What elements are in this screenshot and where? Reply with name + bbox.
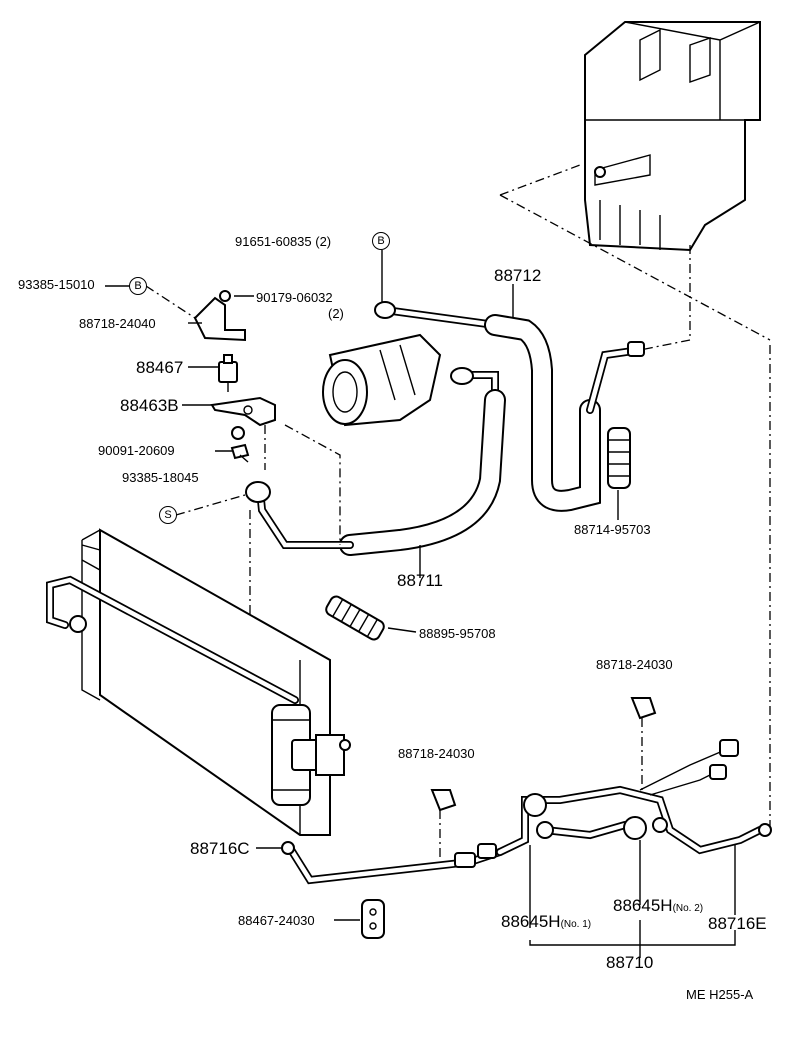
label-88714-95703: 88714-95703: [574, 522, 651, 537]
label-88645h-no2: 88645H(No. 2): [613, 896, 703, 918]
label-88645h-no2-part: 88645H: [613, 896, 673, 915]
label-88711: 88711: [397, 571, 444, 590]
bolt-90091: [230, 443, 250, 463]
cooling-unit-leader-a: [499, 164, 771, 351]
label-88712: 88712: [494, 266, 542, 285]
label-88463b: 88463B: [120, 396, 179, 415]
sensor-88467: [218, 354, 238, 392]
pipe-88716c: [281, 841, 504, 885]
clamp-88718-24030-a: [430, 789, 457, 812]
label-88645h-no1: 88645H(No. 1): [501, 912, 591, 934]
label-90179-06032: 90179-06032: [256, 290, 333, 305]
leader-lines: [105, 250, 736, 958]
label-88467-24030: 88467-24030: [238, 913, 315, 928]
label-88718-24030-top: 88718-24030: [596, 657, 673, 672]
hose-88714: [607, 427, 631, 489]
hose-88712: [374, 301, 645, 512]
clamp-88718-24030-b: [630, 697, 657, 720]
cooling-unit: [584, 21, 761, 252]
hose-88711: [245, 367, 506, 556]
clamp-leaders: [439, 718, 643, 860]
label-93385-15010: 93385-15010: [18, 277, 95, 292]
label-90179-qty: (2): [328, 306, 344, 321]
clamp-88718-24040: [193, 290, 246, 342]
label-88710: 88710: [606, 953, 654, 972]
label-88718-24030-mid: 88718-24030: [398, 746, 475, 761]
bracket-leader: [249, 425, 266, 760]
label-88895-95708: 88895-95708: [419, 626, 496, 641]
clamp-88467-24030: [361, 899, 385, 939]
label-88467: 88467: [136, 358, 184, 377]
label-93385-18045: 93385-18045: [122, 470, 199, 485]
label-90091-20609: 90091-20609: [98, 443, 175, 458]
label-88645h-no1-part: 88645H: [501, 912, 561, 931]
drawing-code: ME H255-A: [686, 987, 754, 1002]
label-88645h-no2-qual: (No. 2): [672, 903, 704, 914]
symbol-b-left: B: [129, 277, 147, 295]
label-88716e: 88716E: [708, 914, 767, 933]
hose-88895: [325, 595, 385, 641]
symbol-b-top: B: [372, 232, 390, 250]
pipe-assembly-88710: [496, 739, 772, 856]
label-91651-60835: 91651-60835 (2): [235, 234, 332, 249]
bracket-88463b: [210, 396, 276, 440]
leader-88711-dash: [284, 424, 341, 545]
symbol-s: S: [159, 506, 177, 524]
receiver-dryer: [271, 704, 351, 806]
compressor: [322, 333, 442, 427]
label-88718-24040: 88718-24040: [79, 316, 156, 331]
label-88716c: 88716C: [190, 839, 250, 858]
label-88645h-no1-qual: (No. 1): [560, 919, 592, 930]
